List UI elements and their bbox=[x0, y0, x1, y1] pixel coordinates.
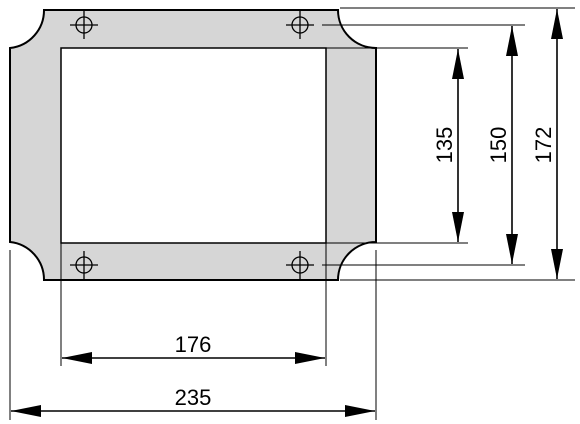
mounting-hole-icon bbox=[286, 11, 314, 39]
mounting-hole-icon bbox=[286, 251, 314, 279]
cutout-window bbox=[60, 47, 327, 244]
dimension-label-height-outer: 172 bbox=[531, 127, 556, 164]
dimension-label-inner-width: 176 bbox=[175, 332, 212, 357]
dimension-label-outer-width: 235 bbox=[175, 385, 212, 410]
mounting-hole-icon bbox=[70, 251, 98, 279]
dimension-label-height-inner: 135 bbox=[432, 127, 457, 164]
mounting-hole-icon bbox=[70, 11, 98, 39]
dimension-label-height-mid: 150 bbox=[486, 127, 511, 164]
